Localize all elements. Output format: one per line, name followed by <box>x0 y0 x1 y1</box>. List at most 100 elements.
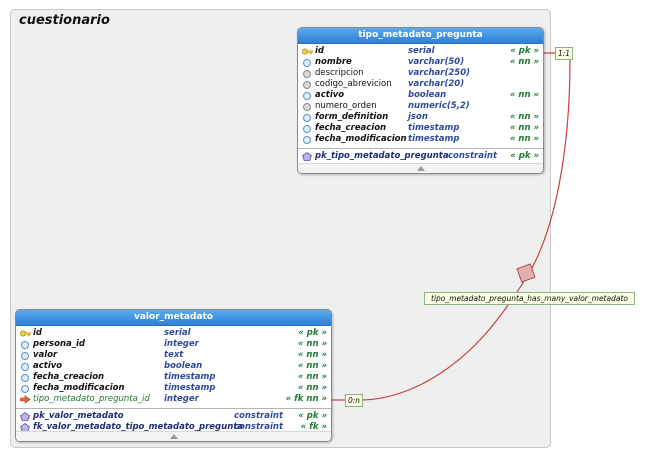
column-name: id <box>33 328 42 338</box>
column-type: timestamp <box>164 372 216 382</box>
column-type: timestamp <box>164 383 216 393</box>
column-name: codigo_abrevicion <box>315 79 392 89</box>
column-name: numero_orden <box>315 101 377 111</box>
column-circle-icon <box>302 113 311 122</box>
column-modifier: « nn » <box>297 339 327 349</box>
column-name: valor <box>33 350 58 360</box>
column-circle-icon <box>302 69 311 78</box>
column-circle-icon <box>302 124 311 133</box>
column-name: activo <box>33 361 63 371</box>
column-modifier: « nn » <box>509 90 539 100</box>
column-circle-icon <box>302 58 311 67</box>
column-circle-icon <box>20 362 29 371</box>
column-modifier: « pk » <box>510 46 539 56</box>
column-name: id <box>315 46 324 56</box>
column-circle-icon <box>302 91 311 100</box>
column-modifier: « nn » <box>509 112 539 122</box>
cardinality-label-target[interactable]: 0:n <box>345 394 364 407</box>
column-modifier: « nn » <box>509 57 539 67</box>
column-row[interactable]: activo boolean « nn » <box>16 361 331 372</box>
column-row[interactable]: codigo_abrevicion varchar(20) <box>298 79 543 90</box>
column-modifier: « fk nn » <box>285 394 327 404</box>
constraint-type: constraint <box>234 422 284 432</box>
constraint-modifier: « pk » <box>298 411 327 421</box>
column-name: fecha_modificacion <box>315 134 407 144</box>
column-name: persona_id <box>33 339 85 349</box>
constraint-pentagon-icon <box>302 152 312 161</box>
constraint-type: constraint <box>234 411 284 421</box>
schema-title: cuestionario <box>19 13 110 28</box>
key-icon <box>20 329 31 338</box>
column-type: boolean <box>164 361 203 371</box>
collapse-toggle[interactable] <box>298 163 543 173</box>
column-circle-icon <box>20 384 29 393</box>
column-modifier: « nn » <box>509 123 539 133</box>
collapse-triangle-icon[interactable] <box>416 166 425 171</box>
constraint-list: pk_valor_metadato constraint « pk » fk_valo… <box>16 411 331 433</box>
column-modifier: « nn » <box>509 134 539 144</box>
column-modifier: « nn » <box>297 361 327 371</box>
column-type: integer <box>164 339 199 349</box>
column-row[interactable]: fecha_creacion timestamp « nn » <box>16 372 331 383</box>
column-modifier: « nn » <box>297 372 327 382</box>
divider <box>298 148 543 149</box>
column-type: serial <box>164 328 191 338</box>
column-type: serial <box>408 46 435 56</box>
column-row[interactable]: tipo_metadato_pregunta_id integer « fk nn … <box>16 394 331 405</box>
column-type: timestamp <box>408 123 460 133</box>
column-name: form_definition <box>315 112 389 122</box>
column-name: activo <box>315 90 345 100</box>
column-circle-icon <box>302 135 311 144</box>
column-type: varchar(50) <box>408 57 465 67</box>
key-icon <box>302 47 313 56</box>
column-name: fecha_modificacion <box>33 383 125 393</box>
column-type: boolean <box>408 90 447 100</box>
relationship-diamond-icon <box>516 263 536 283</box>
constraint-modifier: « fk » <box>300 422 327 432</box>
table-title[interactable]: valor_metadato <box>16 310 331 326</box>
column-circle-icon <box>20 373 29 382</box>
constraint-name: pk_valor_metadato <box>33 411 124 421</box>
table-title[interactable]: tipo_metadato_pregunta <box>298 28 543 44</box>
column-modifier: « nn » <box>297 350 327 360</box>
column-type: timestamp <box>408 134 460 144</box>
constraint-name: pk_tipo_metadato_pregunta <box>315 151 449 161</box>
relationship-name-label[interactable]: tipo_metadato_pregunta_has_many_valor_me… <box>424 292 635 305</box>
constraint-pentagon-icon <box>20 412 30 421</box>
column-type: integer <box>164 394 199 404</box>
collapse-triangle-icon[interactable] <box>169 434 178 439</box>
column-circle-icon <box>20 340 29 349</box>
collapse-toggle[interactable] <box>16 431 331 441</box>
column-row[interactable]: id serial « pk » <box>298 46 543 57</box>
column-type: varchar(20) <box>408 79 465 89</box>
column-row[interactable]: persona_id integer « nn » <box>16 339 331 350</box>
constraint-row[interactable]: pk_valor_metadato constraint « pk » <box>16 411 331 422</box>
divider <box>16 408 331 409</box>
constraint-name: fk_valor_metadato_tipo_metadato_pregunta <box>33 422 244 432</box>
relationship-line-curve <box>360 59 571 401</box>
column-name: tipo_metadato_pregunta_id <box>33 394 150 404</box>
column-circle-icon <box>302 80 311 89</box>
foreign-key-arrow-icon <box>20 395 31 404</box>
constraint-modifier: « pk » <box>510 151 539 161</box>
cardinality-label-source[interactable]: 1:1 <box>555 47 574 60</box>
column-row[interactable]: activo boolean « nn » <box>298 90 543 101</box>
column-name: descripcion <box>315 68 364 78</box>
column-name: fecha_creacion <box>33 372 105 382</box>
